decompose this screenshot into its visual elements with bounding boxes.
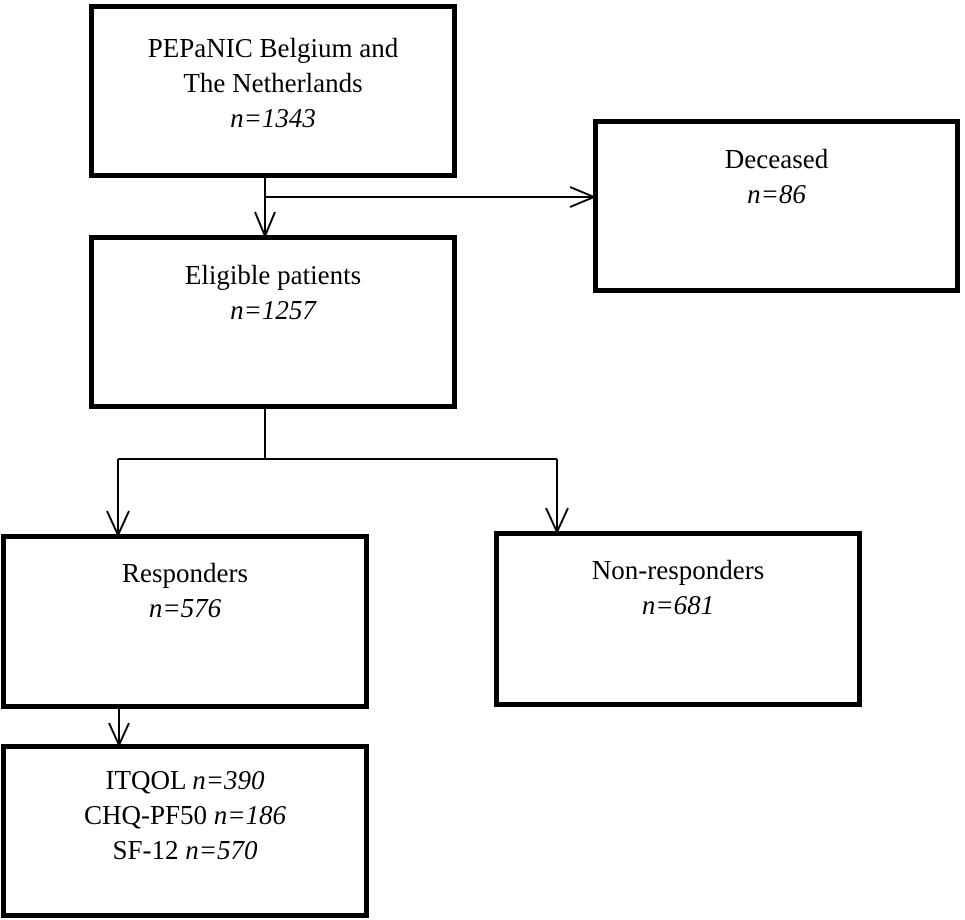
box-responders: Responders n=576 bbox=[1, 534, 369, 709]
deceased-title: Deceased bbox=[724, 144, 829, 174]
nonresponders-title: Non-responders bbox=[591, 555, 765, 585]
box-deceased: Deceased n=86 bbox=[593, 119, 960, 293]
questionnaire-itqol: ITQOL n=390 bbox=[6, 763, 364, 798]
itqol-label: ITQOL bbox=[105, 765, 186, 795]
nonresponders-count: n=681 bbox=[641, 590, 715, 620]
chq-label: CHQ-PF50 bbox=[83, 800, 208, 830]
box-questionnaires: ITQOL n=390 CHQ-PF50 n=186 SF-12 n=570 bbox=[1, 744, 369, 918]
sf12-label: SF-12 bbox=[112, 835, 179, 865]
responders-count: n=576 bbox=[148, 593, 222, 623]
itqol-count: n=390 bbox=[192, 765, 265, 795]
responders-title: Responders bbox=[122, 558, 248, 588]
deceased-count: n=86 bbox=[747, 179, 806, 209]
questionnaire-chq: CHQ-PF50 n=186 bbox=[6, 798, 364, 833]
eligible-title: Eligible patients bbox=[184, 260, 362, 290]
pepanic-count: n=1343 bbox=[230, 103, 316, 133]
questionnaire-sf12: SF-12 n=570 bbox=[6, 833, 364, 868]
chq-count: n=186 bbox=[213, 800, 286, 830]
pepanic-title-line1: PEPaNIC Belgium and bbox=[147, 33, 399, 63]
eligible-count: n=1257 bbox=[230, 295, 316, 325]
pepanic-title-line2: The Netherlands bbox=[183, 68, 363, 98]
box-eligible: Eligible patients n=1257 bbox=[89, 235, 457, 409]
box-nonresponders: Non-responders n=681 bbox=[494, 531, 862, 707]
box-pepanic: PEPaNIC Belgium and The Netherlands n=13… bbox=[89, 4, 457, 178]
sf12-count: n=570 bbox=[185, 835, 258, 865]
